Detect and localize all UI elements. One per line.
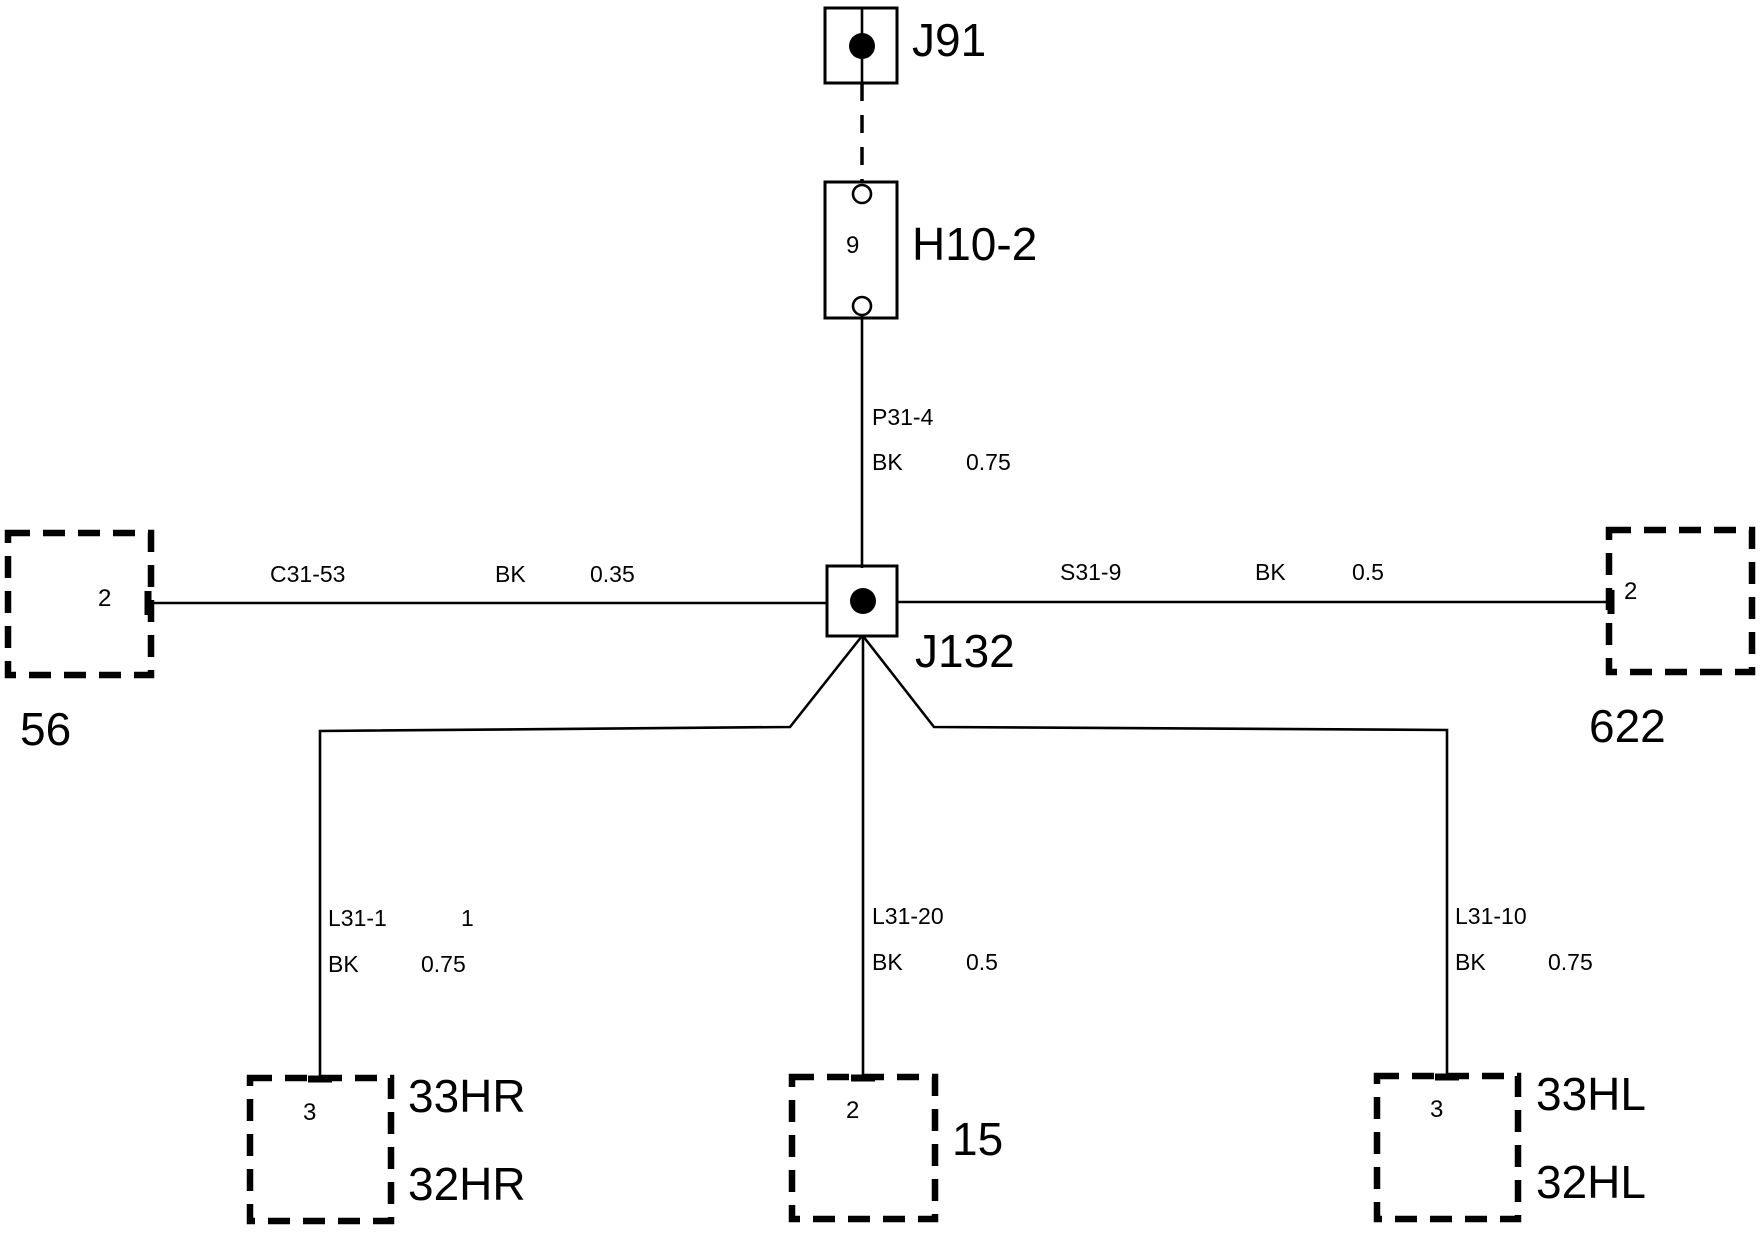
connector-15: 2 15 (788, 1073, 1003, 1223)
wire-s31-9-id: S31-9 (1060, 559, 1121, 585)
splice-j132: J132 (825, 564, 1015, 677)
connector-32hr-label: 32HR (408, 1158, 526, 1210)
wire-p31-4-size: 0.75 (966, 449, 1011, 475)
connector-j91: J91 (823, 6, 986, 85)
connector-33hl-label: 33HL (1536, 1068, 1646, 1120)
connector-33hr-box (246, 1074, 395, 1225)
wire-l31-10-color: BK (1455, 949, 1486, 975)
connector-56-pin: 2 (98, 585, 111, 612)
wire-c31-53-id: C31-53 (270, 561, 345, 587)
wire-l31-1 (318, 635, 864, 1078)
connector-622-pin: 2 (1624, 578, 1637, 605)
wire-l31-1-size: 0.75 (421, 951, 466, 977)
connector-15-pin: 2 (846, 1097, 859, 1124)
connector-h10-2-pin-number: 9 (846, 232, 859, 259)
splice-j132-dot (850, 588, 876, 614)
wire-s31-9-color: BK (1255, 559, 1286, 585)
connector-j91-label: J91 (912, 14, 986, 66)
connector-33hl: 3 33HL 32HL (1373, 1068, 1646, 1223)
connector-56-label: 56 (20, 703, 71, 755)
wire-p31-4-color: BK (872, 449, 903, 475)
wire-p31-4-id: P31-4 (872, 404, 934, 430)
connector-56: 2 56 (4, 529, 155, 755)
wire-l31-20-size: 0.5 (966, 949, 998, 975)
wire-c31-53-size: 0.35 (590, 561, 635, 587)
connector-h10-2: 9 H10-2 (823, 180, 1037, 320)
connector-h10-2-pin-top (851, 183, 873, 205)
wire-l31-10-id: L31-10 (1455, 903, 1527, 929)
connector-622-label: 622 (1589, 700, 1666, 752)
wire-s31-9-size: 0.5 (1352, 559, 1384, 585)
connector-33hl-pin: 3 (1430, 1096, 1443, 1123)
connector-h10-2-label: H10-2 (912, 218, 1037, 270)
connector-622: 2 622 (1589, 526, 1756, 752)
connector-j91-terminal-dot (849, 33, 875, 59)
connector-33hl-box (1373, 1072, 1522, 1223)
connector-h10-2-pin-bottom (851, 295, 873, 317)
wire-l31-10 (861, 635, 1449, 1076)
connector-56-box (4, 529, 155, 679)
wire-l31-10-size: 0.75 (1548, 949, 1593, 975)
connector-33hr-label: 33HR (408, 1070, 526, 1122)
connector-15-box (788, 1073, 939, 1223)
wire-l31-1-id: L31-1 (328, 905, 387, 931)
connector-15-label: 15 (952, 1113, 1003, 1165)
wire-l31-1-extra: 1 (461, 905, 474, 931)
connector-33hr-pin: 3 (303, 1099, 316, 1126)
connector-33hr: 3 33HR 32HR (246, 1070, 526, 1225)
connector-32hl-label: 32HL (1536, 1156, 1646, 1208)
splice-j132-label: J132 (915, 625, 1015, 677)
wire-l31-1-color: BK (328, 951, 359, 977)
wire-l31-20-id: L31-20 (872, 903, 944, 929)
wire-l31-20-color: BK (872, 949, 903, 975)
wire-c31-53-color: BK (495, 561, 526, 587)
